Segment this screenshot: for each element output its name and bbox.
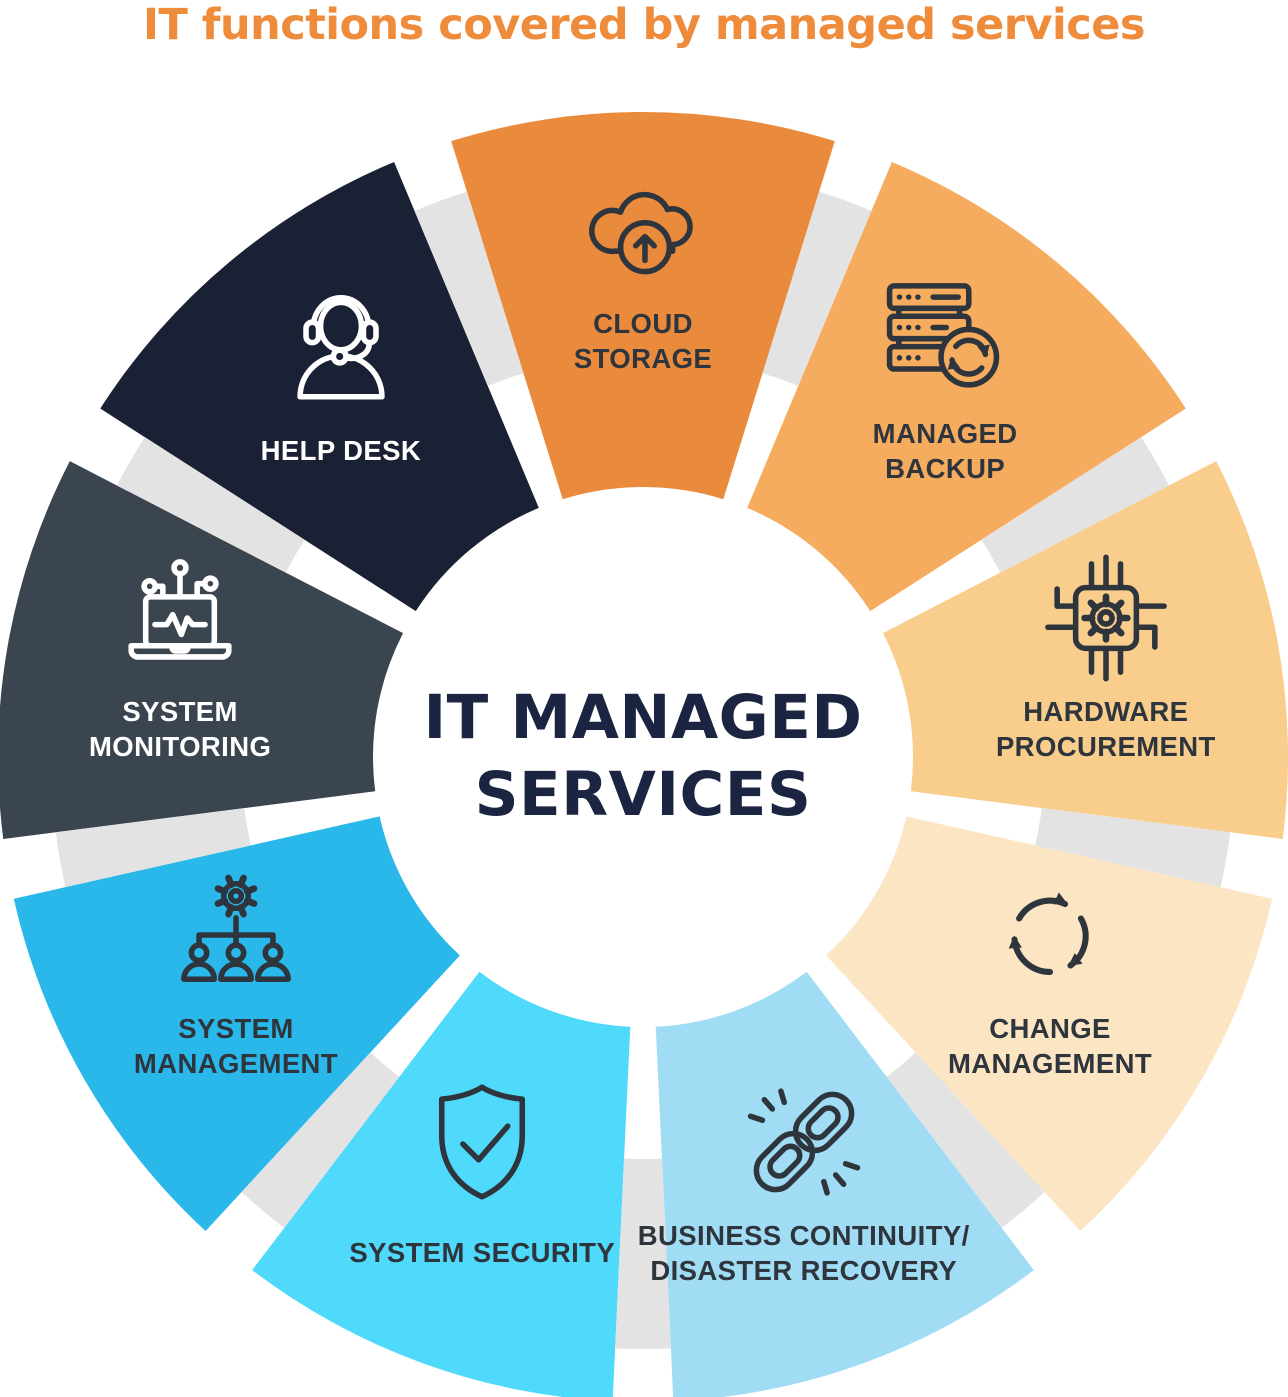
center-label: IT MANAGED SERVICES: [423, 682, 863, 830]
segment-connector: [116, 437, 305, 573]
segment-connector: [414, 191, 524, 387]
wedge-system-management: [13, 816, 460, 1232]
segment-connector: [981, 437, 1170, 573]
page-title: IT functions covered by managed services: [143, 0, 1146, 50]
segment-connector: [615, 1158, 671, 1349]
segment-connector: [886, 1052, 1045, 1228]
wedge-cloud-storage: [451, 111, 835, 500]
segment-connector: [762, 191, 872, 387]
segment-connector: [1035, 808, 1231, 888]
wedge-change-management: [826, 816, 1273, 1232]
segment-connector: [241, 1052, 400, 1228]
segment-connector: [55, 808, 251, 888]
